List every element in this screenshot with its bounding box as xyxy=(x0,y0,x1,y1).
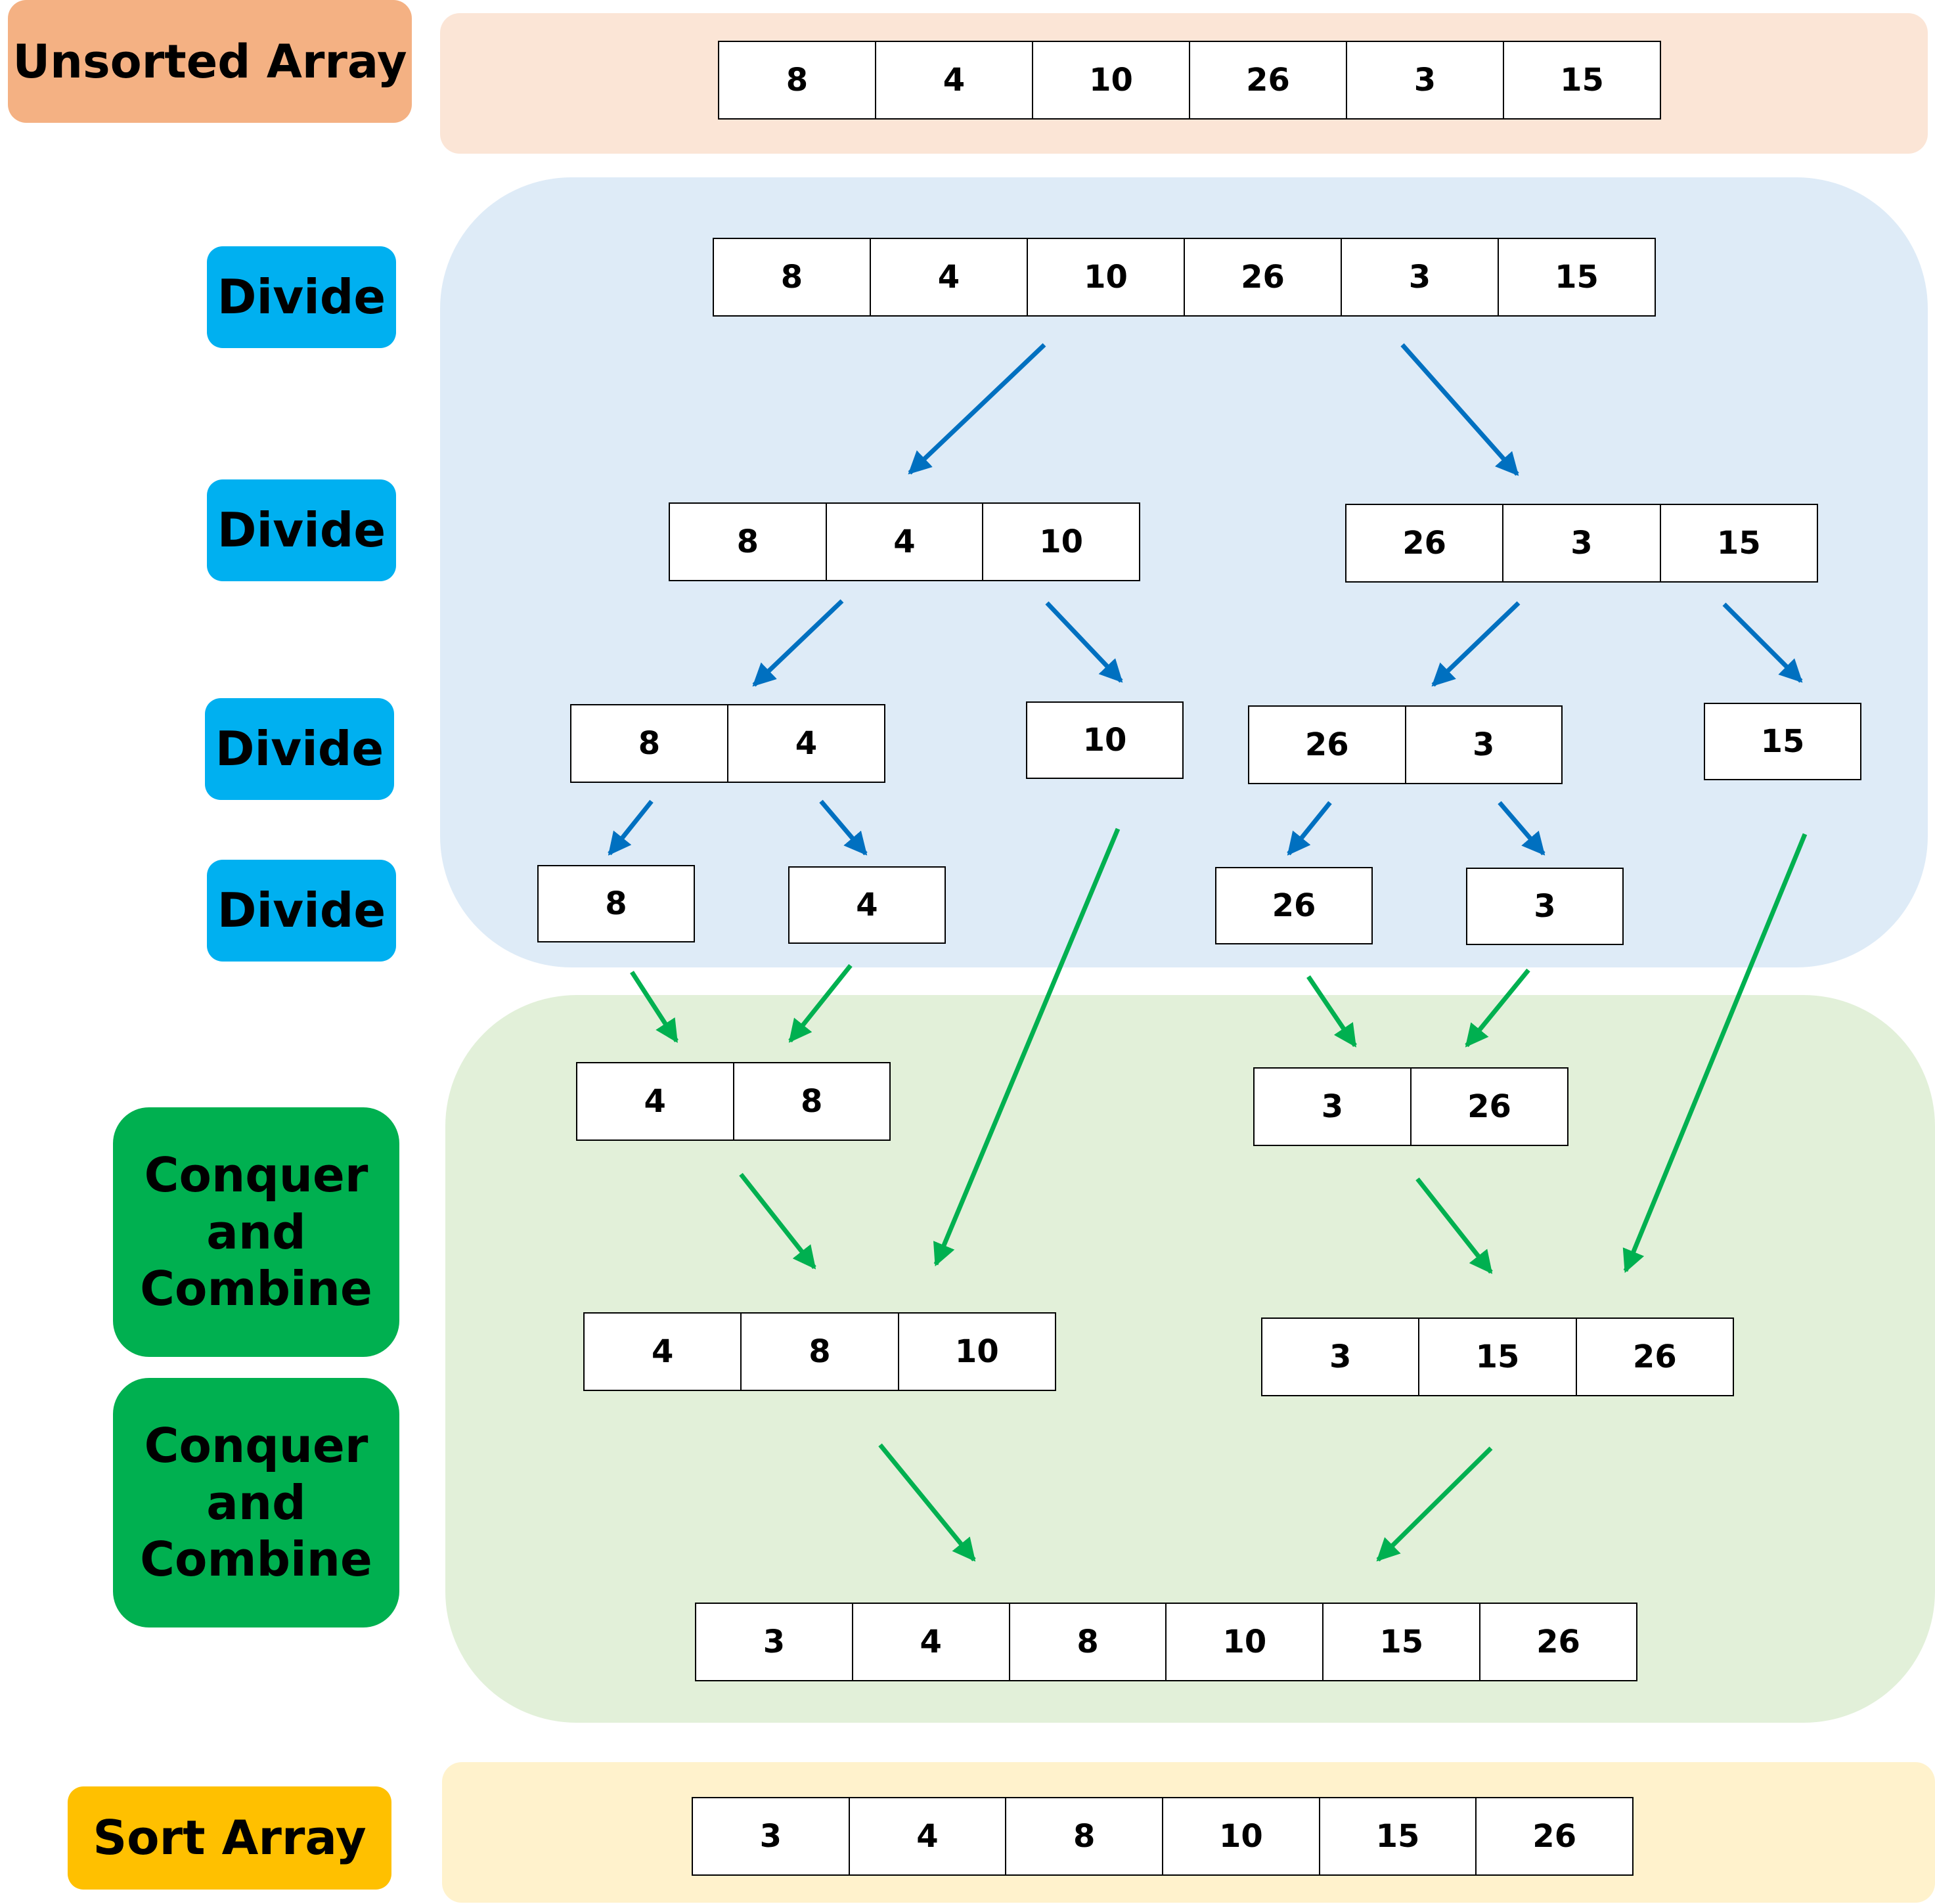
divide-arrow xyxy=(908,343,1046,475)
array-cell: 3 xyxy=(695,1603,853,1681)
combine-arrow xyxy=(1415,1177,1493,1274)
array-cell: 4 xyxy=(788,866,946,944)
array-cell: 26 xyxy=(1479,1603,1637,1681)
array-cell: 3 xyxy=(1261,1317,1420,1396)
conquer-label-1: Conquer and Combine xyxy=(113,1107,399,1357)
array-level2-b: 10 xyxy=(1026,701,1184,779)
combine-arrow xyxy=(933,828,1121,1267)
array-cell: 4 xyxy=(870,238,1028,317)
array-cell: 4 xyxy=(851,1603,1010,1681)
array-cell: 26 xyxy=(1215,867,1373,944)
array-cell: 8 xyxy=(669,502,827,581)
array-cell: 8 xyxy=(732,1062,891,1141)
divide-label-2: Divide xyxy=(207,479,396,581)
array-cell: 10 xyxy=(1026,701,1184,779)
combine-arrow xyxy=(878,1443,976,1562)
divide-arrow xyxy=(819,799,868,856)
array-cell: 3 xyxy=(1466,868,1624,945)
divide-arrow xyxy=(1498,801,1546,856)
combine-arrow xyxy=(1306,975,1357,1048)
combine-arrow xyxy=(630,971,678,1043)
array-cell: 26 xyxy=(1184,238,1342,317)
divide-arrow xyxy=(1400,343,1519,476)
array-cell: 15 xyxy=(1318,1797,1477,1876)
divide-arrow xyxy=(1722,602,1803,683)
array-cell: 4 xyxy=(727,704,885,783)
array-cell: 10 xyxy=(1165,1603,1324,1681)
array-cell: 3 xyxy=(1253,1067,1412,1146)
array-cell: 26 xyxy=(1189,41,1347,120)
array-cell: 15 xyxy=(1498,238,1656,317)
array-cell: 15 xyxy=(1704,703,1861,780)
array-level3-c: 26 xyxy=(1215,867,1373,944)
array-level2-d: 15 xyxy=(1704,703,1861,780)
array-cell: 26 xyxy=(1475,1797,1634,1876)
divide-arrow xyxy=(1287,801,1332,856)
array-cell: 8 xyxy=(1008,1603,1167,1681)
divide-arrow xyxy=(752,599,844,687)
combine-arrow xyxy=(739,1172,816,1270)
array-cell: 3 xyxy=(1502,504,1661,583)
array-cell: 4 xyxy=(848,1797,1007,1876)
combine-arrow xyxy=(788,963,853,1043)
array-cell: 8 xyxy=(570,704,728,783)
array-cell: 15 xyxy=(1418,1317,1577,1396)
array-cell: 10 xyxy=(982,502,1141,581)
combine-arrow xyxy=(1622,833,1808,1273)
combine-arrow xyxy=(1376,1446,1493,1562)
conquer-label-2: Conquer and Combine xyxy=(113,1378,399,1627)
divide-label-4: Divide xyxy=(207,860,396,962)
array-cell: 8 xyxy=(718,41,876,120)
array-cell: 26 xyxy=(1345,504,1504,583)
divide-arrow xyxy=(1045,601,1123,683)
array-cell: 3 xyxy=(692,1797,850,1876)
array-cell: 10 xyxy=(1032,41,1190,120)
array-cell: 15 xyxy=(1659,504,1818,583)
array-cell: 4 xyxy=(583,1312,742,1391)
array-cell: 26 xyxy=(1248,705,1406,784)
array-cell: 3 xyxy=(1346,41,1504,120)
divide-arrow xyxy=(1431,601,1521,687)
array-cell: 8 xyxy=(740,1312,899,1391)
array-cell: 10 xyxy=(1162,1797,1320,1876)
array-cell: 10 xyxy=(1027,238,1185,317)
array-cell: 10 xyxy=(897,1312,1056,1391)
combine-arrow xyxy=(1465,968,1530,1048)
divide-label-1: Divide xyxy=(207,246,396,348)
sorted-label: Sort Array xyxy=(68,1786,391,1890)
array-cell: 15 xyxy=(1503,41,1661,120)
unsorted-label: Unsorted Array xyxy=(8,0,412,123)
array-level3-a: 8 xyxy=(537,865,695,942)
array-level3-b: 4 xyxy=(788,866,946,944)
array-cell: 26 xyxy=(1410,1067,1568,1146)
array-cell: 3 xyxy=(1341,238,1499,317)
divide-arrow xyxy=(608,799,654,856)
divide-label-3: Divide xyxy=(205,698,394,800)
array-cell: 4 xyxy=(875,41,1033,120)
array-level3-d: 3 xyxy=(1466,868,1624,945)
array-cell: 8 xyxy=(537,865,695,942)
array-cell: 8 xyxy=(1005,1797,1164,1876)
array-cell: 26 xyxy=(1575,1317,1734,1396)
array-cell: 3 xyxy=(1404,705,1563,784)
